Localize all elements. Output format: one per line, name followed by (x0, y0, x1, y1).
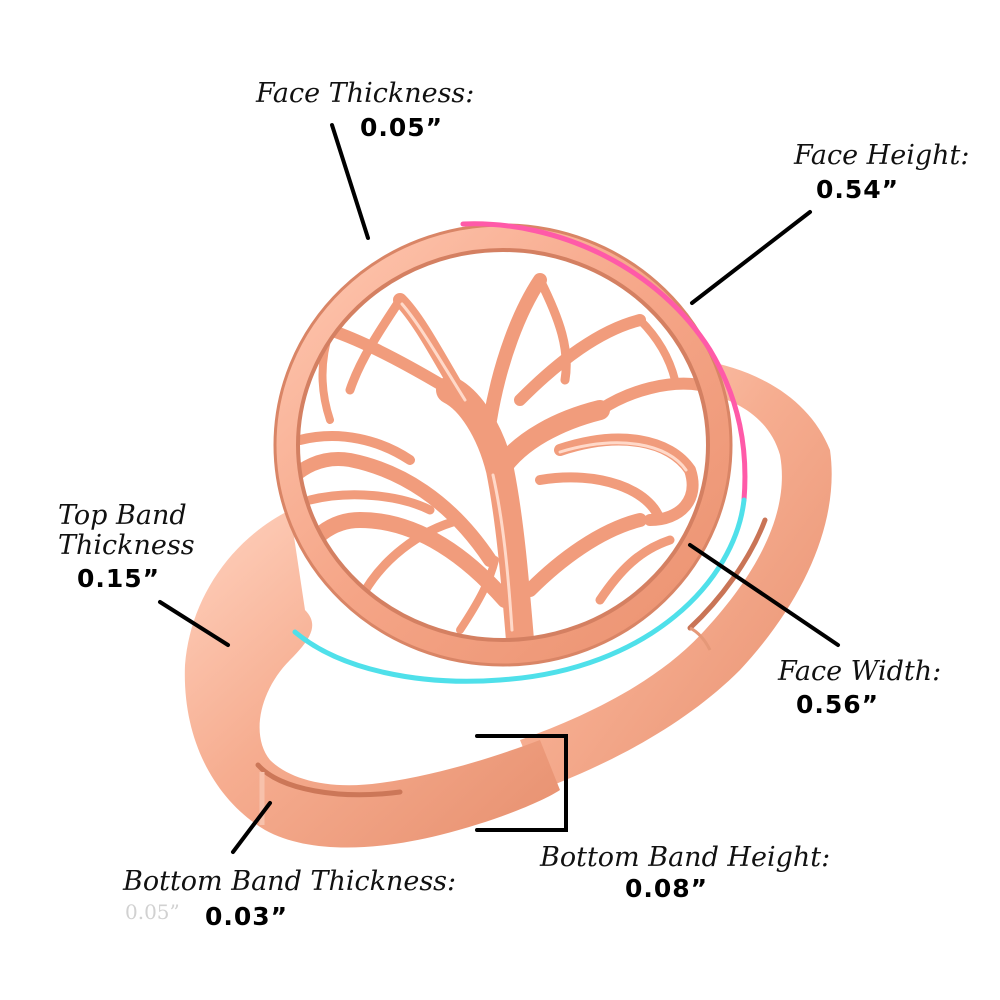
face-height-arc (460, 221, 748, 503)
top-band-thickness-label-line1: Top Band (58, 500, 187, 531)
face-thickness-leader (330, 123, 370, 240)
face-width-arc (292, 497, 747, 684)
bottom-band-thickness-leader (231, 801, 272, 854)
face-thickness-value: 0.05” (360, 113, 444, 142)
face-height-leader (690, 210, 812, 305)
face-height-label: Face Height: (794, 140, 970, 171)
ring-face (273, 223, 733, 667)
face-thickness-label: Face Thickness: (256, 78, 475, 109)
top-band-thickness-leader (158, 600, 230, 647)
bottom-band-height-bracket (475, 734, 568, 832)
bottom-band-thickness-label: Bottom Band Thickness: (123, 866, 457, 897)
bottom-band-thickness-ghost-text: 0.05” (125, 900, 180, 924)
face-width-leader (688, 543, 840, 647)
bottom-band-thickness-value: 0.03” (205, 902, 289, 931)
face-height-value: 0.54” (816, 175, 900, 204)
bottom-band-height-label: Bottom Band Height: (540, 842, 831, 873)
bottom-band-height-value: 0.08” (625, 874, 709, 903)
top-band-thickness-label-line2: Thickness (58, 530, 195, 561)
band-back (520, 360, 832, 790)
face-width-value: 0.56” (796, 690, 880, 719)
top-band-thickness-value: 0.15” (77, 564, 161, 593)
band-front (184, 510, 560, 848)
face-width-label: Face Width: (778, 656, 942, 687)
